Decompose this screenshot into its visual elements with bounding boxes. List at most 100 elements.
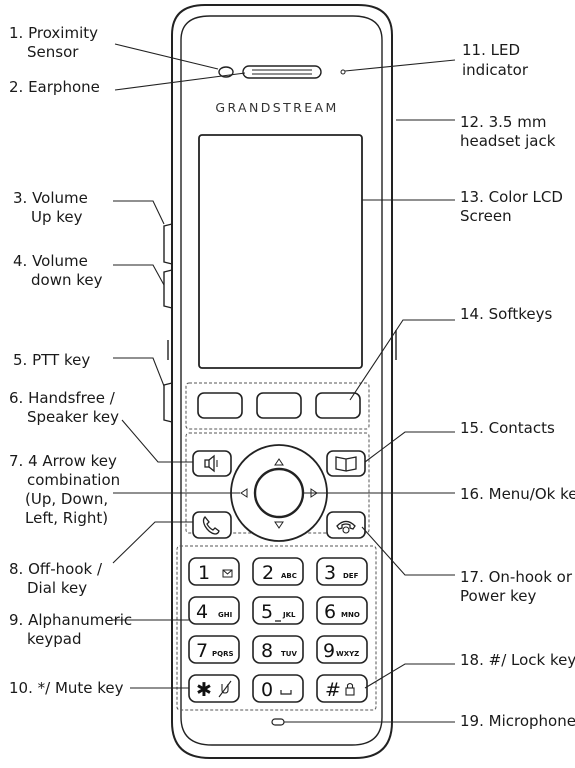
key-3-letters: DEF — [343, 572, 359, 580]
label-lcd-screen-2: Screen — [460, 207, 512, 225]
voicemail-icon-flap — [222, 569, 233, 575]
callout-labels-right: 11. LED indicator 12. 3.5 mm headset jac… — [460, 41, 575, 730]
arrow-up-icon[interactable] — [274, 458, 284, 466]
power-icon — [342, 526, 350, 534]
handset-icon — [202, 516, 220, 535]
key-0-digit: 0 — [261, 679, 273, 701]
softkey-right[interactable] — [315, 392, 361, 419]
label-headset-jack-2: headset jack — [460, 132, 556, 150]
label-volume-down: 4. Volume — [13, 252, 88, 270]
proximity-sensor — [218, 66, 234, 78]
leader-lines — [112, 43, 456, 723]
key-hash-lock[interactable]: # — [316, 674, 368, 703]
keypad-area — [176, 545, 377, 711]
ptt-key[interactable] — [163, 382, 173, 423]
label-volume-up: 3. Volume — [13, 189, 88, 207]
space-icon — [280, 690, 292, 695]
brand-logo: GRANDSTREAM — [215, 100, 338, 115]
label-led: 11. LED — [462, 41, 520, 59]
label-ptt-key: 5. PTT key — [13, 351, 90, 369]
label-handsfree: 6. Handsfree / — [9, 389, 116, 407]
key-1[interactable]: 1 — [188, 557, 240, 586]
menu-ok-key[interactable] — [253, 467, 305, 519]
key-4[interactable]: 4 GHI — [188, 596, 240, 625]
key-hash-symbol: # — [325, 679, 341, 701]
earphone-slot — [242, 65, 322, 79]
key-4-letters: GHI — [218, 611, 232, 619]
hang-up-icon — [336, 520, 356, 530]
key-1-digit: 1 — [198, 562, 210, 584]
label-contacts: 15. Contacts — [460, 419, 555, 437]
label-keypad-2: keypad — [27, 630, 82, 648]
label-headset-jack: 12. 3.5 mm — [460, 113, 546, 131]
label-proximity-sensor-2: Sensor — [27, 43, 79, 61]
label-on-hook: 17. On-hook or — [460, 568, 573, 586]
label-off-hook: 8. Off-hook / — [9, 560, 103, 578]
key-9[interactable]: 9 WXYZ — [316, 635, 368, 664]
microphone — [271, 718, 285, 726]
voicemail-icon — [222, 569, 233, 578]
off-hook-dial-key[interactable] — [192, 511, 232, 539]
label-arrow-keys-3: (Up, Down, — [25, 490, 108, 508]
key-star-mute[interactable]: ✱ — [188, 674, 240, 703]
label-lock-key: 18. #/ Lock key — [460, 651, 575, 669]
key-8[interactable]: 8 TUV — [252, 635, 304, 664]
label-arrow-keys: 7. 4 Arrow key — [9, 452, 117, 470]
label-earphone: 2. Earphone — [9, 78, 100, 96]
key-5-letters: JKL — [282, 611, 296, 619]
on-hook-power-key[interactable] — [326, 511, 366, 539]
key-star-symbol: ✱ — [196, 679, 212, 701]
key-8-digit: 8 — [261, 640, 273, 662]
book-icon — [335, 456, 357, 472]
speaker-icon — [204, 454, 218, 473]
arrow-down-icon[interactable] — [274, 521, 284, 529]
key-4-digit: 4 — [196, 601, 208, 623]
label-off-hook-2: Dial key — [27, 579, 87, 597]
label-mute-key: 10. */ Mute key — [9, 679, 124, 697]
label-volume-up-2: Up key — [31, 208, 83, 226]
key-7[interactable]: 7 PQRS — [188, 635, 240, 664]
led-indicator — [340, 69, 346, 75]
label-lcd-screen: 13. Color LCD — [460, 188, 563, 206]
key-2-digit: 2 — [262, 562, 274, 584]
label-volume-down-2: down key — [31, 271, 103, 289]
key-8-letters: TUV — [281, 650, 297, 658]
label-microphone: 19. Microphone — [460, 712, 575, 730]
key-3[interactable]: 3 DEF — [316, 557, 368, 586]
key-2-letters: ABC — [281, 572, 297, 580]
key-2[interactable]: 2 ABC — [252, 557, 304, 586]
key-9-digit: 9 — [323, 640, 335, 662]
label-keypad: 9. Alphanumeric — [9, 611, 132, 629]
arrow-left-icon[interactable] — [240, 488, 248, 498]
label-proximity-sensor: 1. Proximity — [9, 24, 98, 42]
mute-icon — [218, 680, 232, 698]
key-0[interactable]: 0 — [252, 674, 304, 703]
key-5[interactable]: 5 JKL — [252, 596, 304, 625]
key-3-digit: 3 — [324, 562, 336, 584]
label-handsfree-2: Speaker key — [27, 408, 119, 426]
callout-labels-left: 1. Proximity Sensor 2. Earphone 3. Volum… — [9, 24, 132, 697]
label-menu-ok: 16. Menu/Ok key — [460, 485, 575, 503]
softkey-middle[interactable] — [256, 392, 302, 419]
softkey-left[interactable] — [197, 392, 243, 419]
key-6[interactable]: 6 MNO — [316, 596, 368, 625]
key-7-digit: 7 — [196, 640, 208, 662]
key-7-letters: PQRS — [212, 650, 234, 658]
label-on-hook-2: Power key — [460, 587, 537, 605]
label-led-2: indicator — [462, 61, 529, 79]
handsfree-speaker-key[interactable] — [192, 450, 232, 477]
contacts-key[interactable] — [326, 450, 366, 477]
label-softkeys: 14. Softkeys — [460, 305, 552, 323]
key-6-letters: MNO — [341, 611, 360, 619]
key-5-digit: 5 — [261, 601, 273, 623]
key-6-digit: 6 — [324, 601, 336, 623]
volume-down-key[interactable] — [163, 269, 173, 309]
key-9-letters: WXYZ — [336, 650, 359, 658]
softkeys-area — [185, 382, 370, 430]
label-arrow-keys-4: Left, Right) — [25, 509, 108, 527]
label-arrow-keys-2: combination — [27, 471, 120, 489]
lcd-screen — [198, 134, 363, 369]
volume-up-key[interactable] — [163, 223, 173, 265]
lock-icon — [345, 682, 355, 696]
